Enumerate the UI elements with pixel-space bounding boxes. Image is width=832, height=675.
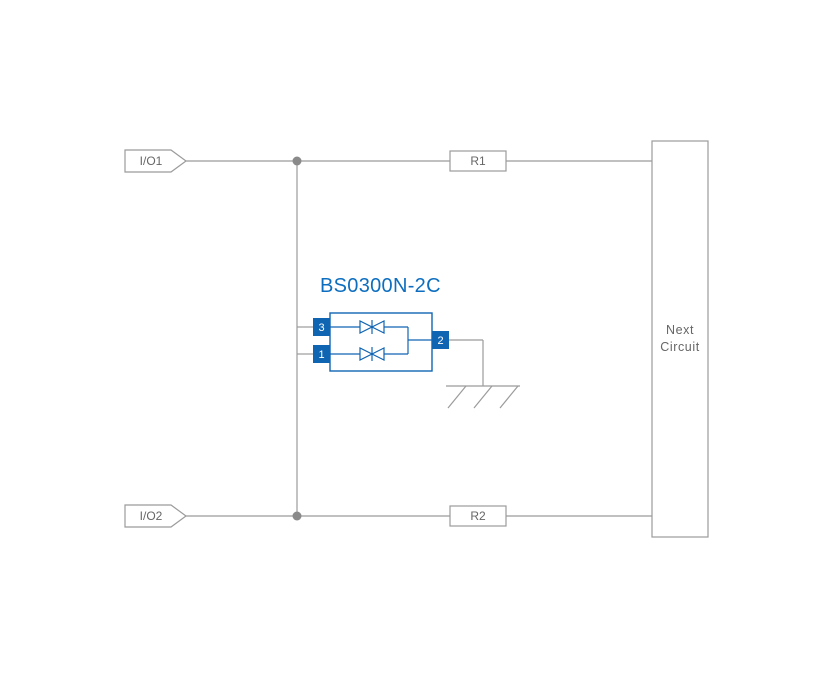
pin-2-number: 2 [437, 335, 443, 347]
next-circuit-label-line2: Circuit [660, 340, 700, 354]
pin-2: 2 [432, 331, 449, 349]
diode-symbol-bottom [359, 347, 385, 361]
io1-connector: I/O1 [124, 149, 188, 173]
pin-2-pad [432, 331, 449, 349]
io1-connector-shape [124, 149, 188, 173]
resistor-r2-box [449, 505, 507, 527]
io2-connector-shape [124, 504, 188, 528]
pin-3-pad [313, 318, 330, 336]
next-circuit-box [651, 140, 709, 538]
next-circuit-label-line1: Next [666, 323, 694, 337]
diode-symbol-top [359, 320, 385, 334]
tvs-component: 3 1 2 [313, 312, 449, 372]
tvs-internal-wiring [330, 326, 432, 355]
resistor-r2: R2 [449, 505, 507, 527]
next-circuit-block: Next Circuit [651, 140, 709, 538]
ground-symbol [446, 385, 520, 409]
pin-3: 3 [313, 318, 330, 336]
pin-1-pad [313, 345, 330, 363]
component-label: BS0300N-2C [320, 275, 441, 297]
resistor-r1-box [449, 150, 507, 172]
pin-3-number: 3 [318, 322, 324, 334]
io2-connector-label: I/O2 [140, 509, 163, 523]
junction-dot-top [292, 156, 302, 166]
io1-connector-label: I/O1 [140, 154, 163, 168]
wires [186, 160, 652, 517]
pin-1: 1 [313, 345, 330, 363]
junction-dot-bottom [292, 511, 302, 521]
io2-connector: I/O2 [124, 504, 188, 528]
resistor-r2-label: R2 [470, 509, 486, 523]
pin-1-number: 1 [318, 349, 324, 361]
resistor-r1: R1 [449, 150, 507, 172]
resistor-r1-label: R1 [470, 154, 486, 168]
tvs-component-body [329, 312, 433, 372]
